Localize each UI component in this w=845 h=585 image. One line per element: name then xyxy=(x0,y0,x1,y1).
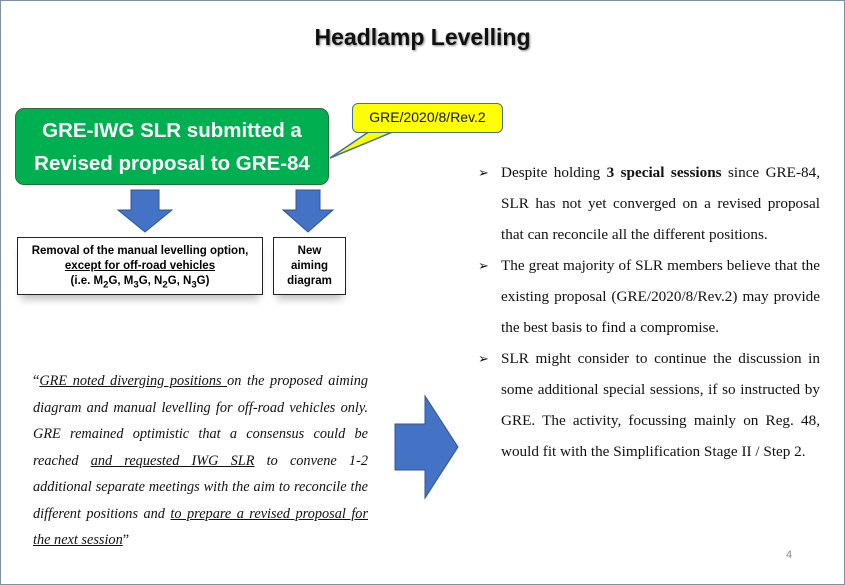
slide-title: Headlamp Levelling xyxy=(314,24,531,50)
arrow-bullet-icon: ➢ xyxy=(478,351,489,366)
t: 2 xyxy=(162,279,168,291)
quote-underlined: GRE noted diverging positions xyxy=(39,373,228,389)
box-line: except for off-road vehicles xyxy=(64,260,216,272)
removal-manual-levelling-box: Removal of the manual levelling option, … xyxy=(17,237,263,295)
page-number: 4 xyxy=(786,549,793,561)
gre-quote: “GRE noted diverging positions on the pr… xyxy=(33,368,368,554)
arrow-bullet-icon: ➢ xyxy=(478,258,489,273)
document-reference-callout: GRE/2020/8/Rev.2 xyxy=(352,103,503,133)
t: G, N xyxy=(167,275,192,287)
t: G, M xyxy=(108,275,134,287)
quote-underlined: to prepare a revised proposal for the ne… xyxy=(33,505,369,549)
box-line: (i.e. M2G, M3G, N2G, N3G) xyxy=(18,274,262,292)
t: since GRE-84, SLR has not yet converged … xyxy=(501,164,821,243)
quote-mark: ” xyxy=(122,532,130,548)
summary-line-2: Revised proposal to GRE-84 xyxy=(34,152,310,175)
bullet-list: ➢ Despite holding 3 special sessions sinc… xyxy=(478,157,820,467)
quote-mark: “ xyxy=(33,373,40,389)
box-line: aiming xyxy=(290,260,329,272)
t: G) xyxy=(196,275,210,287)
t: 3 xyxy=(133,279,139,291)
t: 3 xyxy=(191,279,197,291)
t: SLR might consider to continue the discu… xyxy=(501,350,820,460)
t: Despite holding xyxy=(501,164,607,181)
t: (i.e. M xyxy=(70,275,104,287)
summary-line-1: GRE-IWG SLR submitted a xyxy=(42,119,302,142)
quote-underlined: and requested IWG SLR xyxy=(90,452,255,469)
arrow-bullet-icon: ➢ xyxy=(478,165,489,180)
down-arrow-icon xyxy=(281,189,335,233)
quote-text: to convene 1-2 additional separate meeti… xyxy=(33,452,368,522)
box-line: New xyxy=(297,245,322,257)
new-aiming-diagram-box: New aiming diagram xyxy=(273,237,346,295)
t: 2 xyxy=(103,279,109,291)
t: G, N xyxy=(138,275,163,287)
box-line: diagram xyxy=(287,275,332,287)
summary-box: GRE-IWG SLR submitted a Revised proposal… xyxy=(15,108,329,185)
bullet-item: ➢ Despite holding 3 special sessions sinc… xyxy=(478,157,820,250)
t: 3 special sessions xyxy=(606,164,722,181)
t: The great majority of SLR members believ… xyxy=(501,257,820,336)
right-arrow-icon xyxy=(394,394,459,500)
bullet-item: ➢ The great majority of SLR members belie… xyxy=(478,250,820,343)
bullet-item: ➢ SLR might consider to continue the disc… xyxy=(478,343,820,467)
callout-pointer xyxy=(329,130,396,159)
box-line: Removal of the manual levelling option, xyxy=(31,245,249,257)
quote-text: on the proposed aiming diagram and manua… xyxy=(33,373,368,469)
down-arrow-icon xyxy=(116,189,174,233)
